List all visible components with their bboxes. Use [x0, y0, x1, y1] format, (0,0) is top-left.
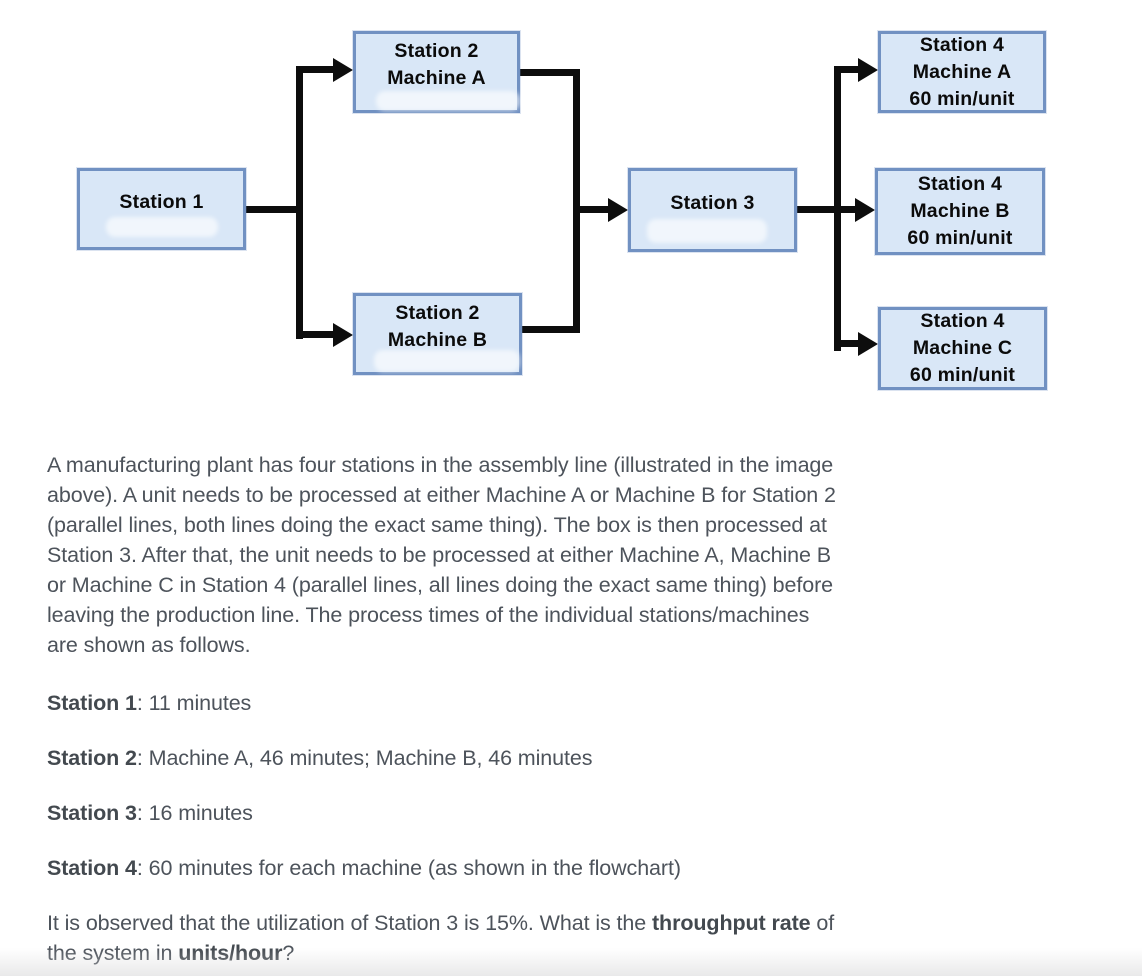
- flowchart-box-station4-machine-b: Station 4 Machine B 60 min/unit: [875, 168, 1045, 255]
- question-segment: ?: [282, 941, 295, 965]
- station1-label: Station 1: [119, 190, 204, 213]
- station3-label: Station 3: [670, 191, 755, 214]
- question-bold-throughput-rate: throughput rate: [651, 911, 811, 935]
- connector-split-left: [296, 66, 303, 339]
- process-time-station1: Station 1: 11 minutes: [47, 688, 1037, 718]
- station1-time-value: : 11 minutes: [136, 691, 252, 715]
- arrowhead-into-station2b-icon: [333, 323, 353, 347]
- connector-station2a-exit: [520, 69, 577, 76]
- arrowhead-into-station4a-icon: [858, 58, 878, 82]
- process-time-station2: Station 2: Machine A, 46 minutes; Machin…: [47, 743, 1037, 773]
- station4-time-value: : 60 minutes for each machine (as shown …: [136, 856, 681, 880]
- connector-to-station4b: [834, 206, 857, 213]
- connector-merge-left: [573, 69, 580, 333]
- station1-time-label: Station 1: [47, 691, 137, 715]
- question-text: It is observed that the utilization of S…: [47, 908, 1037, 968]
- assembly-line-flowchart: Station 1 Station 2 Machine A Station 2 …: [0, 0, 1142, 430]
- flowchart-box-station1: Station 1: [77, 168, 246, 250]
- station2a-label: Station 2 Machine A: [387, 40, 486, 89]
- station2-time-label: Station 2: [47, 746, 137, 770]
- arrowhead-into-station4b-icon: [855, 198, 875, 222]
- process-time-station4: Station 4: 60 minutes for each machine (…: [47, 853, 1037, 883]
- arrowhead-into-station4c-icon: [858, 332, 878, 356]
- station2b-label: Station 2 Machine B: [387, 302, 488, 351]
- arrowhead-into-station2a-icon: [333, 58, 353, 82]
- redacted-text-patch: [647, 219, 767, 243]
- question-segment: of: [810, 911, 835, 935]
- connector-to-station3: [573, 206, 609, 213]
- question-line-2: the system in units/hour?: [47, 938, 1037, 968]
- redacted-text-patch: [106, 217, 218, 237]
- flowchart-box-station4-machine-a: Station 4 Machine A 60 min/unit: [878, 31, 1046, 113]
- redacted-text-patch: [376, 91, 520, 111]
- flowchart-box-station2-machine-a: Station 2 Machine A: [353, 31, 520, 113]
- connector-to-station4a: [834, 66, 860, 73]
- station4a-label: Station 4 Machine A 60 min/unit: [909, 33, 1015, 110]
- flowchart-box-station2-machine-b: Station 2 Machine B: [353, 293, 522, 375]
- connector-to-station2b: [296, 331, 336, 338]
- connector-station2b-exit: [522, 326, 577, 333]
- connector-to-station4c: [834, 340, 860, 347]
- arrowhead-into-station3-icon: [608, 198, 628, 222]
- flowchart-box-station3: Station 3: [628, 168, 797, 252]
- station4-time-label: Station 4: [47, 856, 137, 880]
- station3-time-label: Station 3: [47, 801, 137, 825]
- connector-station1-exit: [246, 206, 303, 213]
- redacted-text-patch: [374, 350, 520, 372]
- station2-time-value: : Machine A, 46 minutes; Machine B, 46 m…: [136, 746, 593, 770]
- question-line-1: It is observed that the utilization of S…: [47, 908, 1037, 938]
- station4c-label: Station 4 Machine C 60 min/unit: [909, 310, 1016, 386]
- problem-text-block: A manufacturing plant has four stations …: [47, 450, 1037, 968]
- station3-time-value: : 16 minutes: [136, 801, 253, 825]
- problem-description: A manufacturing plant has four stations …: [47, 453, 836, 657]
- connector-station3-exit: [797, 206, 841, 213]
- flowchart-box-station4-machine-c: Station 4 Machine C 60 min/unit: [878, 307, 1047, 390]
- question-bold-units-hour: units/hour: [178, 941, 283, 965]
- connector-to-station2a: [296, 66, 336, 73]
- question-segment: the system in: [47, 941, 179, 965]
- question-segment: It is observed that the utilization of S…: [47, 911, 652, 935]
- station4b-label: Station 4 Machine B 60 min/unit: [907, 173, 1013, 249]
- process-time-station3: Station 3: 16 minutes: [47, 798, 1037, 828]
